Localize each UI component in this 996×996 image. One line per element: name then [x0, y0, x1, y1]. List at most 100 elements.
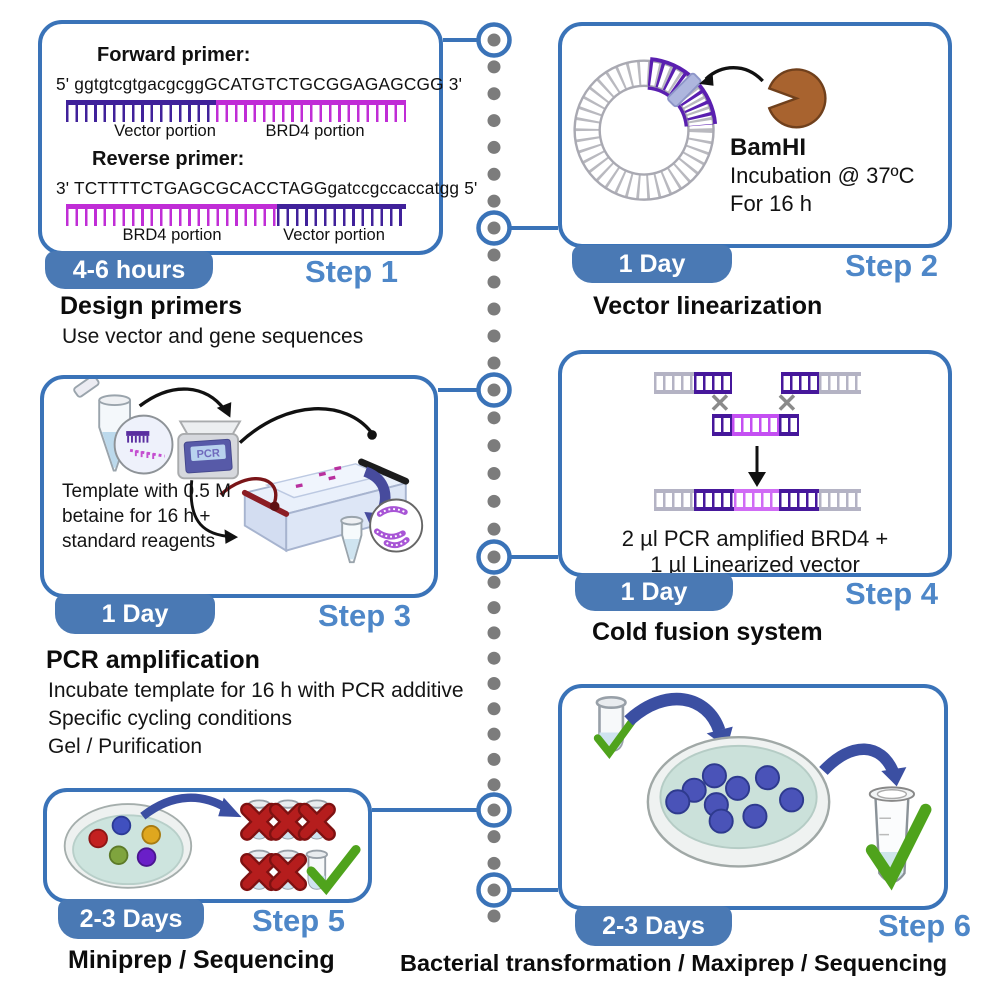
step5-title: Miniprep / Sequencing: [68, 946, 335, 974]
reverse-primer-sequence: 3' TCTTTTCTGAGCGCACCTAGGgatccgccaccatgg …: [56, 178, 478, 198]
colony-icon: [754, 765, 781, 791]
step1-panel: Forward primer: 5' ggtgtcgtgacgcggGCATGT…: [38, 20, 477, 255]
reverse-left-portion-label: BRD4 portion: [122, 226, 222, 244]
forward-primer-heading: Forward primer:: [97, 44, 251, 66]
pick-colonies-arrow-icon: [140, 793, 242, 820]
step3-note-3: Gel / Purification: [48, 735, 203, 758]
forward-primer-sequence: 5' ggtgtcgtgacgcggGCATGTCTGCGGAGAGCGG 3': [56, 74, 463, 94]
step3-note-2: Specific cycling conditions: [48, 707, 292, 730]
step4-label: Step 4: [845, 576, 939, 611]
black-lead-wire-icon: [238, 406, 373, 444]
black-plug-icon: [367, 430, 377, 440]
plasmid-icon: [573, 57, 718, 201]
tube-to-pcr-arrow-icon: [138, 387, 232, 418]
colony-blue-icon: [111, 815, 132, 836]
colony-green-icon: [108, 845, 129, 866]
step1-subtitle: Use vector and gene sequences: [62, 325, 364, 348]
template-magnifier-icon: [113, 414, 174, 475]
fusion-arrow-icon: [748, 446, 766, 487]
step6-label: Step 6: [878, 908, 972, 943]
cut-arrow-icon: [699, 66, 764, 86]
harvest-arrow-icon: [819, 743, 907, 787]
restriction-site-icon: [667, 72, 702, 108]
cross-icon: ✕: [776, 388, 798, 418]
colony-icon: [701, 763, 727, 789]
fail-x-icon: [247, 810, 271, 834]
step5-duration-badge: 2-3 Days: [58, 899, 204, 939]
step1-duration-badge: 4-6 hours: [45, 251, 213, 289]
step4-duration-badge: 1 Day: [575, 573, 733, 611]
vector-fragment-right-icon: [781, 372, 861, 394]
red-plug-icon: [269, 501, 280, 512]
product-tube-icon: [340, 515, 364, 564]
red-lead-wire-icon: [219, 477, 278, 503]
step1-label: Step 1: [305, 254, 399, 289]
miniprep-illustration: [63, 793, 361, 896]
colony-plate-icon: [63, 803, 193, 889]
mix-ratio-line-2: 1 µl Linearized vector: [650, 552, 860, 577]
colony-icon: [742, 803, 768, 829]
check-icon: [593, 716, 637, 759]
check-icon: [865, 803, 932, 891]
product-magnifier-icon: [369, 498, 424, 553]
colony-icon: [779, 787, 805, 813]
forward-primer-comb-icon: [66, 100, 406, 122]
pass-check-icon: [306, 845, 361, 896]
step5-panel: [43, 788, 372, 903]
colony-icon: [708, 808, 734, 834]
incubation-condition: Incubation @ 37ºC: [730, 163, 915, 188]
colony-red-icon: [88, 828, 108, 849]
enzyme-name: BamHI: [730, 134, 807, 161]
step6-panel: [558, 684, 948, 910]
bamhi-enzyme-icon: [767, 68, 827, 129]
step3-duration-badge: 1 Day: [55, 594, 215, 634]
transformation-plate-icon: [646, 735, 831, 868]
forward-right-portion-label: BRD4 portion: [265, 122, 365, 140]
fused-product-icon: [654, 489, 861, 511]
verified-tube-icon: [593, 696, 637, 759]
step5-label: Step 5: [252, 903, 346, 938]
fail-x-icon: [247, 860, 271, 884]
fail-x-icon: [276, 810, 300, 834]
pcr-machine-screen-label: PCR: [196, 447, 220, 461]
red-electrode-icon: [241, 489, 290, 517]
fail-x-icon: [305, 810, 329, 834]
step6-duration-badge: 2-3 Days: [575, 906, 732, 946]
colony-icon: [725, 775, 751, 801]
pcr-illustration: PCR: [73, 379, 424, 564]
machine-to-gel-arrow-icon: [189, 480, 239, 544]
cross-icon: ✕: [709, 388, 731, 418]
insert-fragment-icon: [712, 414, 799, 436]
step3-panel: PCR: [40, 375, 438, 598]
colony-icon: [665, 789, 691, 815]
step3-title: PCR amplification: [46, 646, 260, 674]
forward-left-portion-label: Vector portion: [114, 122, 216, 140]
reverse-right-portion-label: Vector portion: [283, 226, 385, 244]
step2-panel: BamHI Incubation @ 37ºC For 16 h: [558, 22, 952, 248]
template-annotation: Template with 0.5 M betaine for 16 h + s…: [62, 481, 231, 552]
step4-panel: ✕ ✕ 2 µl PCR amplified BRD4 + 1 µl Linea…: [558, 350, 952, 577]
fail-x-icon: [276, 860, 300, 884]
step1-title: Design primers: [60, 292, 243, 320]
incubation-duration: For 16 h: [730, 191, 812, 216]
mix-ratio-line-1: 2 µl PCR amplified BRD4 +: [621, 526, 889, 551]
step2-duration-badge: 1 Day: [572, 245, 732, 283]
maxiprep-tube-icon: [865, 786, 932, 891]
step3-note-1: Incubate template for 16 h with PCR addi…: [48, 679, 464, 702]
colony-purple-icon: [136, 847, 157, 867]
screened-tubes-icon: [247, 799, 361, 896]
reverse-primer-heading: Reverse primer:: [92, 148, 245, 170]
reverse-primer-comb-icon: [66, 204, 406, 226]
step4-title: Cold fusion system: [592, 618, 823, 646]
transformation-illustration: [593, 692, 932, 891]
enzyme-text-block: BamHI Incubation @ 37ºC For 16 h: [730, 134, 914, 218]
vector-linearization-illustration: [573, 57, 827, 201]
black-electrode-icon: [358, 458, 410, 485]
step2-label: Step 2: [845, 248, 939, 283]
step2-title: Vector linearization: [593, 292, 823, 320]
vector-fragment-left-icon: [654, 372, 732, 394]
step3-label: Step 3: [318, 598, 412, 633]
step6-title: Bacterial transformation / Maxiprep / Se…: [400, 950, 948, 976]
